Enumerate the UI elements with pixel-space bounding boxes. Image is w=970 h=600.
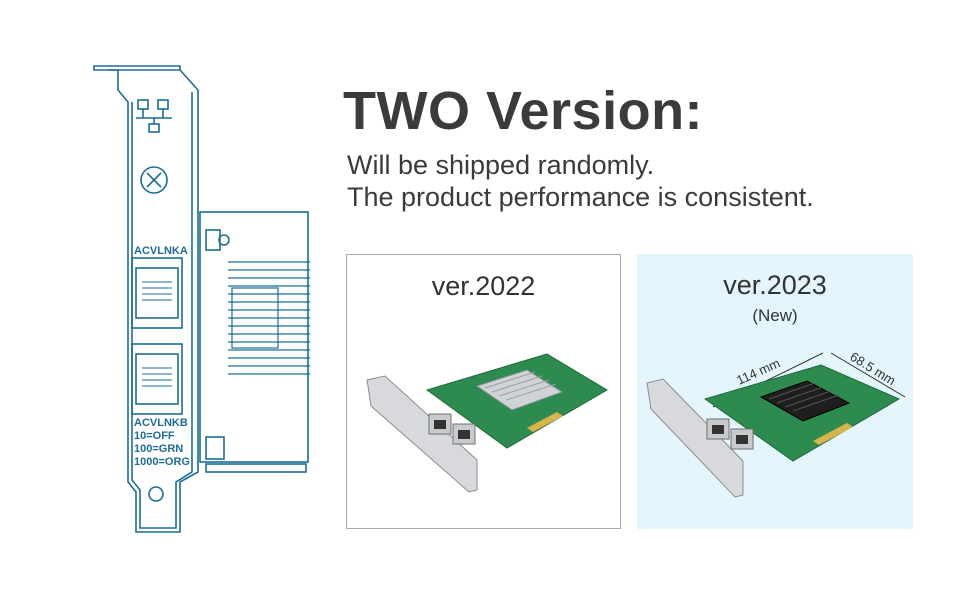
version-panel-2023: ver.2023 (New) 114 mm 68.5 mm bbox=[637, 254, 913, 529]
label-led-3: 1000=ORG bbox=[134, 456, 190, 468]
subtitle-line-1: Will be shipped randomly. bbox=[347, 150, 655, 180]
version-panel-2022: ver.2022 bbox=[346, 254, 621, 529]
version-label: ver.2023 bbox=[723, 270, 827, 300]
version-note: (New) bbox=[752, 306, 798, 325]
nic-card-image-2023: 114 mm 68.5 mm bbox=[646, 349, 906, 498]
subtitle-line-2: The product performance is consistent. bbox=[347, 182, 814, 212]
page-title: TWO Version: bbox=[343, 81, 704, 141]
bracket-line-drawing: ACVLNKA ACVLNKB 10=OFF 100=GRN 1000=ORG bbox=[93, 65, 310, 533]
label-port-b: ACVLNKB bbox=[134, 417, 188, 429]
label-led-1: 10=OFF bbox=[134, 430, 175, 442]
version-label: ver.2022 bbox=[431, 271, 536, 301]
label-led-2: 100=GRN bbox=[134, 443, 183, 455]
label-port-a: ACVLNKA bbox=[134, 245, 188, 257]
nic-card-image-2022 bbox=[366, 353, 608, 493]
